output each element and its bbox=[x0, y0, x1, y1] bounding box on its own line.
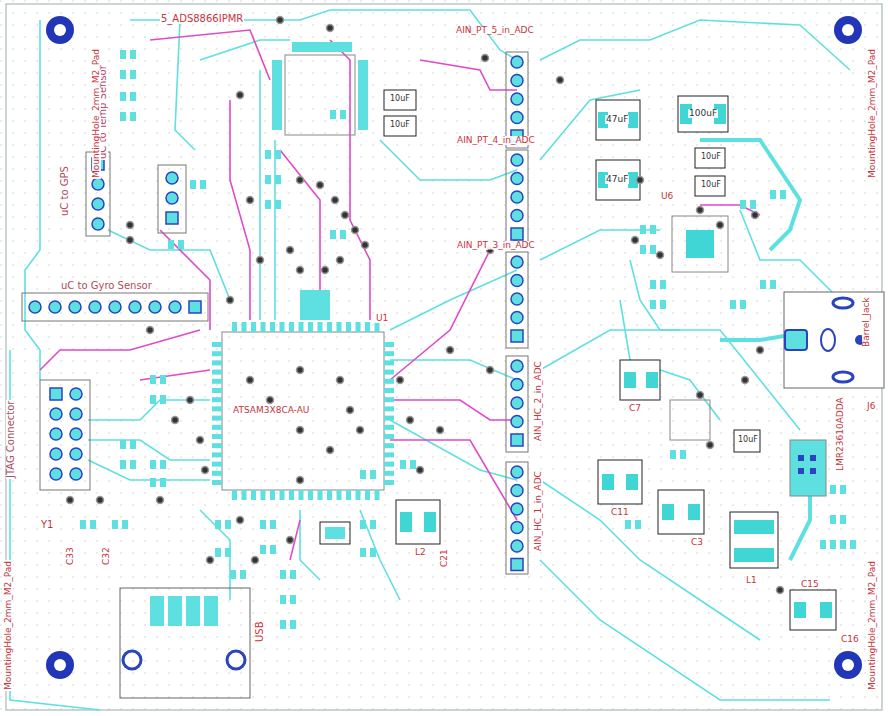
mounting-hole bbox=[46, 16, 862, 679]
pcb-label: AIN_PT_3_in_ADC bbox=[456, 241, 536, 250]
pcb-label: C15 bbox=[800, 580, 820, 589]
pcb-label: 10uF bbox=[389, 95, 411, 103]
pcb-label: MountingHole_2mm_M2_Pad bbox=[868, 48, 877, 179]
pcb-label: AIN_HC_2_in_ADC bbox=[534, 360, 543, 442]
pcb-label: C11 bbox=[610, 508, 630, 517]
pcb-label: AIN_PT_5_in_ADC bbox=[455, 26, 535, 35]
pcb-label: AIN_HC_1_in_ADC bbox=[534, 470, 543, 552]
pcb-label: MountingHole_2mm_M2_Pad bbox=[4, 560, 13, 691]
pcb-label: LMR23610ADDA bbox=[836, 396, 845, 472]
pcb-label: C33 bbox=[66, 546, 75, 566]
pcb-label: 10uF bbox=[737, 436, 759, 444]
pcb-label: MountingHole_2mm_M2_Pad bbox=[868, 560, 877, 691]
pcb-label: 10uF bbox=[700, 181, 722, 189]
pcb-label: J6 bbox=[866, 402, 876, 411]
pcb-label: U6 bbox=[660, 192, 674, 201]
pcb-label: 100uF bbox=[688, 109, 718, 118]
pcb-label: 47uF bbox=[605, 115, 629, 124]
pcb-label: USB bbox=[255, 620, 265, 643]
pcb-label: Y1 bbox=[40, 520, 54, 530]
pcb-label: L2 bbox=[414, 548, 427, 557]
pcb-label: Barrel_Jack bbox=[862, 296, 871, 348]
pcb-label: 10uF bbox=[389, 121, 411, 129]
pcb-label: AIN_PT_4_in_ADC bbox=[456, 136, 536, 145]
pcb-label: 10uF bbox=[700, 153, 722, 161]
pcb-label: C16 bbox=[840, 635, 860, 644]
pcb-label: uC to Gyro Sensor bbox=[60, 281, 153, 291]
pcb-label: JTAG Connector bbox=[6, 400, 16, 479]
pcb-label: L1 bbox=[745, 576, 758, 585]
pcb-label: U1 bbox=[375, 314, 389, 323]
pcb-label: 47uF bbox=[605, 175, 629, 184]
pcb-label: C3 bbox=[690, 538, 704, 547]
pcb-label: C32 bbox=[102, 546, 111, 566]
pcb-label: C7 bbox=[628, 404, 642, 413]
pcb-label: ATSAM3X8CA-AU bbox=[232, 406, 310, 415]
pcb-label: 5_ADS8866IPMR bbox=[160, 14, 244, 24]
pcb-label: uC to GPS bbox=[60, 165, 70, 217]
pcb-label: MountingHole_2mm_M2_Pad bbox=[92, 48, 101, 179]
pcb-label: C21 bbox=[440, 548, 449, 568]
